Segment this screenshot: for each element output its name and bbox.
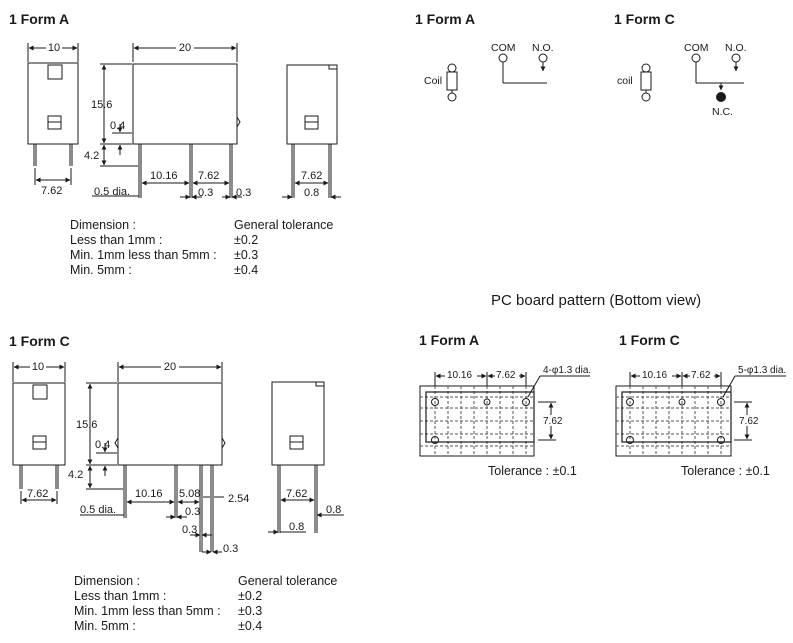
- form-c-com-label: COM: [684, 42, 709, 54]
- form-a-pcb-tolerance: Tolerance : ±0.1: [488, 464, 577, 478]
- tolerance-row-value: ±0.4: [234, 263, 259, 277]
- tolerance-row-key: Less than 1mm :: [74, 589, 167, 603]
- form-a-pcb-vert-7-62: 7.62: [543, 416, 563, 427]
- form-a-dimension-heading: 1 Form A: [9, 11, 70, 27]
- form-a-schematic: [446, 53, 548, 102]
- form-a-pin-dia: 0.5 dia.: [94, 186, 130, 198]
- tolerance-row-value: ±0.4: [238, 619, 263, 633]
- form-c-pin-4-2: 4.2: [68, 469, 83, 481]
- tolerance-row-key: Less than 1mm :: [70, 233, 163, 247]
- form-c-end-0-8-b: 0.8: [326, 504, 341, 516]
- form-c-pitch-2-54: 2.54: [228, 493, 249, 505]
- form-a-pcb-holes: 4-φ1.3 dia.: [543, 365, 591, 376]
- tolerance-header-left: Dimension :: [74, 574, 140, 588]
- form-a-pin-4-2: 4.2: [84, 150, 99, 162]
- tolerance-row-key: Min. 5mm :: [70, 263, 132, 277]
- form-a-side-pitch-7-62: 7.62: [41, 185, 62, 197]
- form-a-pin-width-0-3-a: 0.3: [198, 187, 213, 199]
- form-a-side-view: [27, 43, 79, 185]
- form-c-pitch-5-08: 5.08: [179, 488, 200, 500]
- form-c-dimension-heading: 1 Form C: [9, 333, 70, 349]
- form-c-pin-width-0-3-c: 0.3: [223, 543, 238, 555]
- form-c-no-label: N.O.: [725, 42, 747, 54]
- form-c-pcb-7-62: 7.62: [691, 370, 711, 381]
- form-c-pcb-heading: 1 Form C: [619, 332, 680, 348]
- tolerance-row-value: ±0.2: [234, 233, 259, 247]
- form-a-pcb-10-16: 10.16: [447, 370, 472, 381]
- form-a-end-0-8: 0.8: [304, 187, 319, 199]
- form-c-pcb-holes: 5-φ1.3 dia.: [738, 365, 786, 376]
- form-a-pcb-7-62: 7.62: [496, 370, 516, 381]
- form-a-width-20: 20: [179, 42, 191, 54]
- form-c-pcb-10-16: 10.16: [642, 370, 667, 381]
- form-c-coil-label: coil: [617, 75, 633, 87]
- form-a-pcb-pattern: [419, 372, 590, 457]
- form-c-height-15-6: 15.6: [76, 419, 97, 431]
- form-a-com-label: COM: [491, 42, 516, 54]
- dimension-labels: 10 20 15.6 0.4 4.2 7.62 0.5 dia. 10.16 7…: [27, 42, 786, 555]
- form-c-side-pitch-7-62: 7.62: [27, 488, 48, 500]
- tolerance-header-right: General tolerance: [238, 574, 338, 588]
- tolerance-row-key: Min. 5mm :: [74, 619, 136, 633]
- form-a-coil-label: Coil: [424, 75, 442, 87]
- form-a-pitch-7-62: 7.62: [198, 170, 219, 182]
- nc-contact-dot: [716, 92, 726, 102]
- form-c-nc-label: N.C.: [712, 106, 733, 118]
- form-c-pin-width-0-3-b: 0.3: [182, 524, 197, 536]
- tolerance-row-key: Min. 1mm less than 5mm :: [70, 248, 217, 262]
- tolerance-row-value: ±0.2: [238, 589, 263, 603]
- form-a-pcb-heading: 1 Form A: [419, 332, 480, 348]
- form-a-width-10: 10: [48, 42, 60, 54]
- form-c-pin-dia: 0.5 dia.: [80, 504, 116, 516]
- form-a-tolerance-table: Dimension : General tolerance Less than 1…: [70, 218, 333, 278]
- form-c-offset-0-4: 0.4: [95, 439, 110, 451]
- form-c-end-view: [268, 381, 344, 535]
- tolerance-row-value: ±0.3: [234, 248, 259, 262]
- tolerance-row-key: Min. 1mm less than 5mm :: [74, 604, 221, 618]
- form-c-pin-width-0-3-a: 0.3: [185, 506, 200, 518]
- tolerance-row-value: ±0.3: [238, 604, 263, 618]
- form-c-pcb-pattern: [615, 372, 786, 457]
- form-a-schematic-heading: 1 Form A: [415, 11, 476, 27]
- form-c-side-view: [12, 362, 66, 504]
- form-a-pin-width-0-3-b: 0.3: [236, 187, 251, 199]
- form-a-no-label: N.O.: [532, 42, 554, 54]
- form-a-height-15-6: 15.6: [91, 99, 112, 111]
- form-a-end-view: [282, 64, 341, 200]
- form-c-pcb-tolerance: Tolerance : ±0.1: [681, 464, 770, 478]
- form-a-end-pitch-7-62: 7.62: [301, 170, 322, 182]
- form-c-end-0-8-a: 0.8: [289, 521, 304, 533]
- form-c-width-10: 10: [32, 361, 44, 373]
- form-c-pcb-vert-7-62: 7.62: [739, 416, 759, 427]
- form-c-schematic: [640, 53, 744, 102]
- tolerance-header-left: Dimension :: [70, 218, 136, 232]
- form-a-offset-0-4: 0.4: [110, 120, 125, 132]
- form-c-schematic-heading: 1 Form C: [614, 11, 675, 27]
- form-c-front-view: [80, 362, 226, 555]
- form-a-front-view: [92, 43, 242, 200]
- tolerance-header-right: General tolerance: [234, 218, 334, 232]
- form-a-pitch-10-16: 10.16: [150, 170, 178, 182]
- pcb-pattern-title: PC board pattern (Bottom view): [491, 292, 702, 309]
- form-c-pitch-10-16: 10.16: [135, 488, 163, 500]
- form-c-tolerance-table: Dimension : General tolerance Less than 1…: [74, 574, 337, 634]
- form-c-width-20: 20: [164, 361, 176, 373]
- form-c-end-pitch-7-62: 7.62: [286, 488, 307, 500]
